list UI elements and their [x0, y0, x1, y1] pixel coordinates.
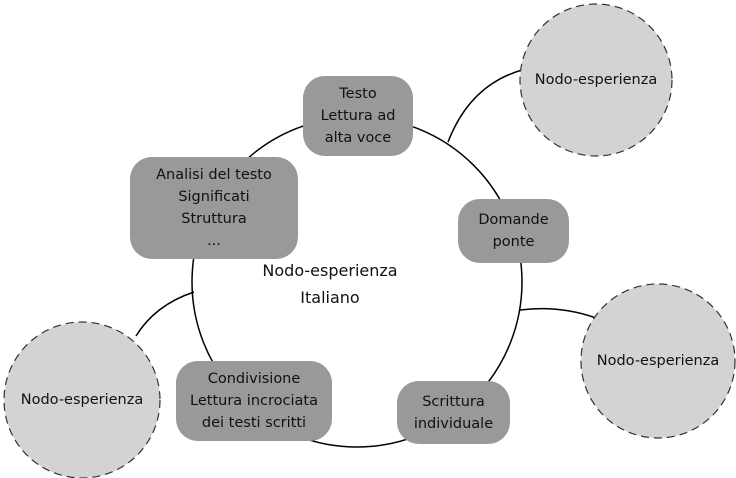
activity-box-scrittura: Scrittura individuale — [397, 381, 510, 444]
activity-line: ... — [207, 233, 221, 249]
activity-line: Significati — [178, 189, 250, 205]
activity-line: alta voce — [324, 130, 392, 146]
node-circle-right — [580, 283, 736, 439]
activity-line: dei testi scritti — [201, 415, 307, 431]
activity-box-condivisione: Condivisione Lettura incrociata dei test… — [176, 361, 332, 441]
connector-top-right — [447, 69, 523, 143]
activity-line: Domande — [478, 212, 549, 228]
activity-box-domande: Domande ponte — [458, 199, 569, 263]
activity-line: ponte — [492, 234, 535, 250]
node-circle-left — [3, 321, 161, 478]
node-label-right: Nodo-esperienza — [596, 353, 720, 369]
node-label-left: Nodo-esperienza — [20, 392, 144, 408]
center-label: Nodo-esperienza Italiano — [250, 257, 410, 311]
activity-line: Testo — [339, 86, 377, 102]
activity-line: Lettura ad — [320, 108, 396, 124]
activity-line: Scrittura — [422, 393, 485, 410]
center-subtitle: Italiano — [300, 288, 360, 307]
activity-line: Lettura incrociata — [190, 393, 318, 409]
connector-left — [135, 291, 195, 337]
connector-right — [519, 307, 597, 319]
activity-line: Analisi del testo — [156, 167, 272, 183]
node-label-top-right: Nodo-esperienza — [534, 72, 658, 88]
activity-line: Condivisione — [207, 371, 301, 387]
activity-box-analisi: Analisi del testo Significati Struttura … — [130, 157, 298, 259]
node-circle-top-right — [519, 3, 673, 157]
activity-line: Struttura — [181, 211, 247, 227]
activity-box-testo: Testo Lettura ad alta voce — [303, 76, 413, 156]
activity-line: individuale — [413, 415, 494, 432]
center-title: Nodo-esperienza — [262, 261, 398, 280]
